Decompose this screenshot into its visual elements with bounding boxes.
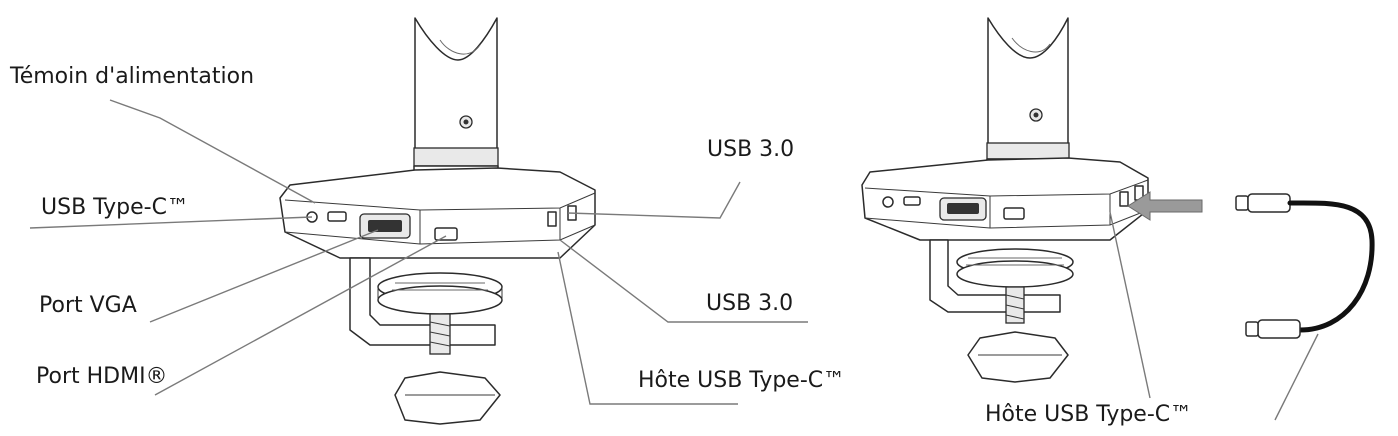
label-usb30-top: USB 3.0 <box>707 137 795 162</box>
leader-power <box>109 99 316 204</box>
left-pole <box>413 17 499 189</box>
leader-lines <box>29 99 1319 421</box>
label-usb30-bottom: USB 3.0 <box>706 291 794 316</box>
label-host-usb-type-c-right: Hôte USB Type-C™ <box>985 402 1193 427</box>
left-dock-body <box>279 167 596 259</box>
right-pole <box>986 17 1070 180</box>
label-port-hdmi: Port HDMI® <box>36 364 168 389</box>
right-clamp <box>929 239 1074 383</box>
right-dock-device <box>861 17 1375 383</box>
left-dock-device <box>279 17 596 425</box>
insert-arrow <box>1127 191 1203 221</box>
leader-usb-c <box>29 216 313 229</box>
leader-host-right-cable <box>1274 333 1319 421</box>
left-clamp <box>349 257 503 425</box>
right-dock-body <box>861 157 1149 241</box>
usb-c-cable <box>1235 193 1375 339</box>
leader-vga <box>149 229 379 323</box>
leader-host-left <box>557 251 738 405</box>
label-port-vga: Port VGA <box>39 293 137 318</box>
leader-usb30-bottom <box>559 239 808 323</box>
leader-host-right-device <box>1109 211 1151 399</box>
label-usb-type-c: USB Type-C™ <box>41 195 189 220</box>
label-power-indicator: Témoin d'alimentation <box>10 64 255 89</box>
label-host-usb-type-c-left: Hôte USB Type-C™ <box>638 368 846 393</box>
leader-usb30-top <box>567 181 741 219</box>
leader-hdmi <box>154 235 447 396</box>
